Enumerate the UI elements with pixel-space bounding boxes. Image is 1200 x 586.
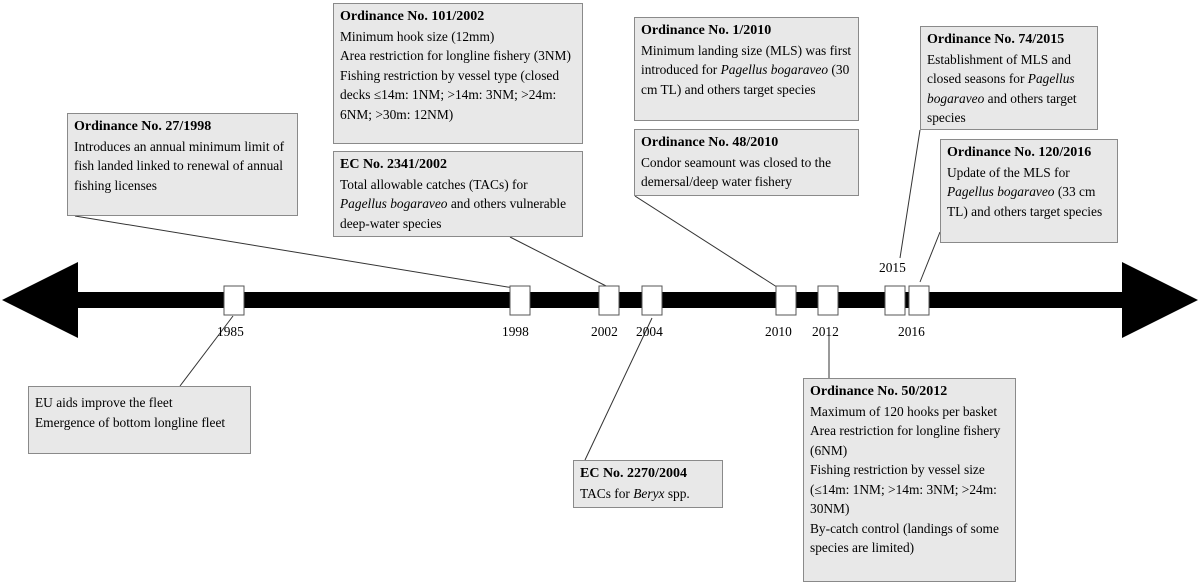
event-title: Ordinance No. 27/1998 <box>74 119 212 134</box>
connector-1985 <box>179 315 234 387</box>
event-text: By-catch control (landings of some speci… <box>810 520 999 556</box>
event-box-ec-2341-2002: EC No. 2341/2002 Total allowable catches… <box>333 151 583 237</box>
event-box-eu-aids-1985: EU aids improve the fleet Emergence of b… <box>28 386 251 454</box>
event-box-ordinance-48-2010: Ordinance No. 48/2010 Condor seamount wa… <box>634 129 859 196</box>
event-box-ordinance-74-2015: Ordinance No. 74/2015 Establishment of M… <box>920 26 1098 130</box>
event-text: Condor seamount was closed to the demers… <box>641 154 832 190</box>
event-text: Area restriction for longline fishery (3… <box>340 48 571 63</box>
event-title: Ordinance No. 50/2012 <box>810 384 948 399</box>
axis-left-arrow <box>2 262 78 338</box>
event-box-ec-2270-2004: EC No. 2270/2004 TACs for Beryx spp. <box>573 460 723 508</box>
connector-2015 <box>899 129 921 259</box>
event-text: Minimum landing size (MLS) was first int… <box>641 42 852 97</box>
marker-2010 <box>775 285 797 316</box>
year-label-2016: 2016 <box>898 324 925 339</box>
event-text: EU aids improve the fleet <box>35 395 173 410</box>
species-name: Pagellus bogaraveo <box>927 71 1075 106</box>
year-label-1985: 1985 <box>217 324 244 339</box>
event-text: Emergence of bottom longline fleet <box>35 414 226 430</box>
event-box-ordinance-27-1998: Ordinance No. 27/1998 Introduces an annu… <box>67 113 298 216</box>
event-box-ordinance-1-2010: Ordinance No. 1/2010 Minimum landing siz… <box>634 17 859 121</box>
event-title: Ordinance No. 120/2016 <box>947 145 1092 160</box>
event-title: Ordinance No. 48/2010 <box>641 135 779 150</box>
connector-1998 <box>74 215 521 290</box>
event-text: TACs for Beryx spp. <box>580 485 690 501</box>
year-markers <box>223 285 930 316</box>
event-title: EC No. 2270/2004 <box>580 466 687 481</box>
event-text: Fishing restriction by vessel size (≤14m… <box>810 462 997 516</box>
event-box-ordinance-50-2012: Ordinance No. 50/2012 Maximum of 120 hoo… <box>803 378 1016 582</box>
marker-2004 <box>641 285 663 316</box>
marker-2002 <box>598 285 620 316</box>
event-text: Fishing restriction by vessel type (clos… <box>340 67 560 122</box>
event-title: EC No. 2341/2002 <box>340 157 447 172</box>
event-title: Ordinance No. 74/2015 <box>927 32 1065 47</box>
event-text: Area restriction for longline fishery (6… <box>810 423 1001 458</box>
connector-2010 <box>634 195 781 290</box>
year-label-2012: 2012 <box>812 324 839 339</box>
year-label-1998: 1998 <box>502 324 529 339</box>
connector-2016 <box>919 231 941 283</box>
event-text: Maximum of 120 hooks per basket <box>810 403 998 419</box>
event-title: Ordinance No. 101/2002 <box>340 9 485 24</box>
event-text: Establishment of MLS and closed seasons … <box>927 51 1077 126</box>
year-label-2004: 2004 <box>636 324 663 339</box>
species-name: Pagellus bogaraveo <box>947 184 1055 199</box>
species-name: Pagellus bogaraveo <box>340 196 448 211</box>
marker-2016 <box>908 285 930 316</box>
marker-1985 <box>223 285 245 316</box>
year-label-2015: 2015 <box>879 260 906 275</box>
event-box-ordinance-120-2016: Ordinance No. 120/2016 Update of the MLS… <box>940 139 1118 243</box>
species-name: Pagellus bogaraveo <box>720 62 829 77</box>
connector-2004 <box>584 317 653 461</box>
marker-2015 <box>884 285 906 316</box>
connector-lines <box>74 129 941 461</box>
event-text: Total allowable catches (TACs) for Pagel… <box>340 176 567 231</box>
marker-1998 <box>509 285 531 316</box>
marker-2012 <box>817 285 839 316</box>
event-text: Minimum hook size (12mm) <box>340 28 495 44</box>
year-label-2002: 2002 <box>591 324 618 339</box>
axis-right-arrow <box>1122 262 1198 338</box>
event-title: Ordinance No. 1/2010 <box>641 23 772 38</box>
event-text: Introduces an annual minimum limit of fi… <box>74 138 285 193</box>
event-box-ordinance-101-2002: Ordinance No. 101/2002 Minimum hook size… <box>333 3 583 144</box>
connector-2002-ec <box>509 236 611 289</box>
year-label-2010: 2010 <box>765 324 792 339</box>
event-text: Update of the MLS for Pagellus bogaraveo… <box>947 164 1103 219</box>
species-name: Beryx <box>633 485 665 501</box>
